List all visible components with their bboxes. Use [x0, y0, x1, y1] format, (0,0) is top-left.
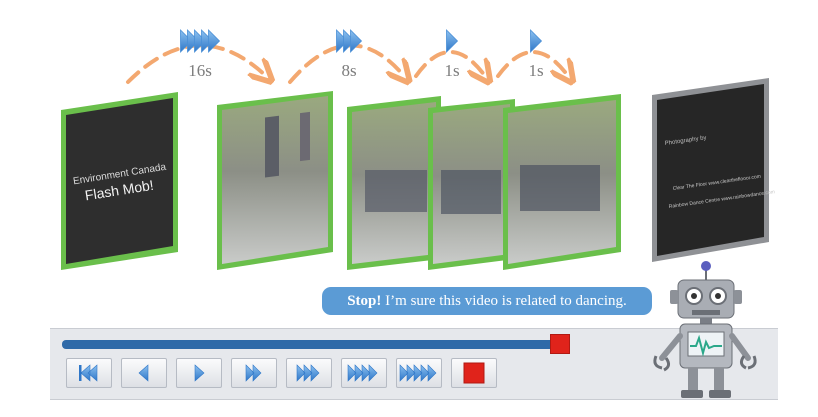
chevron-icon — [208, 29, 221, 53]
chevron-icon — [201, 29, 214, 53]
chevron-icon — [180, 29, 193, 53]
robot-icon — [653, 261, 757, 398]
progress-thumb[interactable] — [549, 334, 570, 354]
hop-arrow-3 — [414, 50, 485, 76]
hop-label-1: 16s — [188, 61, 212, 80]
forward-4x-button[interactable] — [396, 358, 442, 388]
video-frame-1 — [217, 91, 333, 270]
outro-line1: Photography by — [664, 135, 706, 147]
stop-icon — [463, 362, 485, 384]
chevron-icon — [194, 29, 207, 53]
play-button[interactable] — [176, 358, 222, 388]
hop-label-4: 1s — [528, 61, 543, 80]
intro-frame: Environment Canada Flash Mob! — [61, 92, 178, 270]
rewind-fast-button[interactable] — [66, 358, 112, 388]
step-back-icon — [138, 364, 149, 382]
chevron-icon — [350, 29, 363, 53]
play-icon — [194, 364, 205, 382]
video-frame-2 — [347, 96, 441, 270]
chevron-icon — [343, 29, 356, 53]
speed-chevrons — [180, 29, 543, 53]
bubble-text: I’m sure this video is related to dancin… — [381, 293, 627, 309]
outro-frame: Photography by Clear The Floor www.clear… — [652, 78, 775, 262]
forward-4x-icon — [399, 364, 437, 382]
rewind-fast-icon — [79, 364, 98, 382]
chevron-icon — [187, 29, 200, 53]
progress-track[interactable] — [62, 340, 570, 349]
forward-3x-button[interactable] — [341, 358, 387, 388]
stop-button[interactable] — [451, 358, 497, 388]
forward-2x-button[interactable] — [286, 358, 332, 388]
forward-2x-icon — [296, 364, 320, 382]
bubble-stop-word: Stop! — [347, 293, 382, 309]
chevron-icon — [336, 29, 349, 53]
hop-label-3: 1s — [444, 61, 459, 80]
step-back-button[interactable] — [121, 358, 167, 388]
forward-1x-button[interactable] — [231, 358, 277, 388]
chevron-icon — [446, 29, 459, 53]
hop-arrow-4 — [496, 50, 568, 76]
video-frame-4 — [503, 94, 621, 270]
robot-speech-bubble: Stop! I’m sure this video is related to … — [322, 287, 652, 315]
chevron-icon — [530, 29, 543, 53]
forward-1x-icon — [245, 364, 262, 382]
hop-label-2: 8s — [341, 61, 356, 80]
video-frame-3 — [428, 99, 515, 270]
forward-3x-icon — [347, 364, 378, 382]
robot-illustration — [653, 261, 757, 398]
